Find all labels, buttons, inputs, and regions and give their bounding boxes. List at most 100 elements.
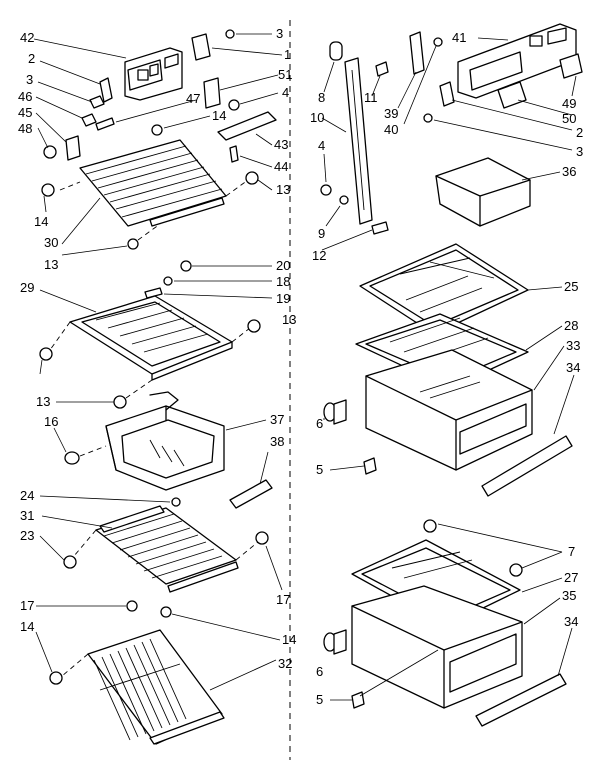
drawer-slide-part bbox=[323, 399, 347, 425]
shelf-clip-part bbox=[113, 395, 127, 409]
glass-shelf-part bbox=[49, 295, 251, 381]
callout-23: 23 bbox=[20, 528, 34, 543]
callout-51: 51 bbox=[278, 67, 292, 82]
callout-3: 3 bbox=[576, 144, 583, 159]
callout-25: 25 bbox=[564, 279, 578, 294]
clip-part bbox=[509, 563, 523, 577]
bin-part bbox=[435, 157, 531, 227]
callout-33: 33 bbox=[566, 338, 580, 353]
screw-part bbox=[171, 497, 181, 507]
vertical-rail-part bbox=[344, 57, 373, 225]
control-housing-part bbox=[124, 47, 183, 101]
callout-29: 29 bbox=[20, 280, 34, 295]
callout-8: 8 bbox=[318, 90, 325, 105]
shelf-clip-part bbox=[127, 238, 139, 250]
callout-14: 14 bbox=[282, 632, 296, 647]
clip-part bbox=[423, 519, 437, 533]
light-shield-part bbox=[203, 77, 221, 109]
drawer-stop-part bbox=[363, 457, 377, 475]
callout-17: 17 bbox=[276, 592, 290, 607]
callout-4: 4 bbox=[282, 85, 289, 100]
bracket-part bbox=[99, 77, 113, 103]
shelf-clip-part bbox=[49, 671, 63, 685]
shelf-clip-part bbox=[151, 124, 163, 136]
roller-part bbox=[64, 451, 80, 465]
callout-16: 16 bbox=[44, 414, 58, 429]
callout-5: 5 bbox=[316, 462, 323, 477]
bin-cover-part bbox=[229, 479, 273, 509]
drawer-trim-part bbox=[481, 435, 573, 497]
roller-part bbox=[329, 41, 343, 61]
callout-13: 13 bbox=[282, 312, 296, 327]
callout-13: 13 bbox=[276, 182, 290, 197]
callout-3: 3 bbox=[276, 26, 283, 41]
screw-part bbox=[225, 29, 235, 39]
callout-14: 14 bbox=[20, 619, 34, 634]
wire-basket-part bbox=[61, 629, 225, 745]
cover-part bbox=[497, 81, 527, 109]
screw-part bbox=[423, 113, 433, 123]
screw-part bbox=[433, 37, 443, 47]
callout-44: 44 bbox=[274, 159, 288, 174]
bracket-part bbox=[144, 287, 163, 299]
clip-part bbox=[320, 184, 332, 196]
callout-41: 41 bbox=[452, 30, 466, 45]
callout-24: 24 bbox=[20, 488, 34, 503]
callout-6: 6 bbox=[316, 416, 323, 431]
wire-shelf-part bbox=[59, 139, 249, 227]
callout-45: 45 bbox=[18, 105, 32, 120]
callout-35: 35 bbox=[562, 588, 576, 603]
callout-34: 34 bbox=[564, 614, 578, 629]
callout-6: 6 bbox=[316, 664, 323, 679]
clip-part bbox=[191, 33, 211, 61]
screw-part bbox=[375, 61, 389, 77]
knob-part bbox=[43, 145, 57, 159]
callout-48: 48 bbox=[18, 121, 32, 136]
callout-2: 2 bbox=[576, 125, 583, 140]
callout-14: 14 bbox=[212, 108, 226, 123]
callout-9: 9 bbox=[318, 226, 325, 241]
callout-labels: 42 2 3 46 45 48 3 1 51 47 4 14 43 44 13 … bbox=[18, 26, 583, 707]
hinge-part bbox=[409, 31, 425, 75]
callout-12: 12 bbox=[312, 248, 326, 263]
callout-7: 7 bbox=[568, 544, 575, 559]
callout-31: 31 bbox=[20, 508, 34, 523]
leader-lines bbox=[33, 33, 577, 701]
callout-40: 40 bbox=[384, 122, 398, 137]
storage-bin-part bbox=[105, 391, 225, 491]
callout-46: 46 bbox=[18, 89, 32, 104]
shelf-clip-part bbox=[39, 347, 53, 361]
callout-49: 49 bbox=[562, 96, 576, 111]
callout-10: 10 bbox=[310, 110, 324, 125]
callout-39: 39 bbox=[384, 106, 398, 121]
callout-18: 18 bbox=[276, 274, 290, 289]
crisper-drawer-part bbox=[365, 349, 533, 471]
callout-28: 28 bbox=[564, 318, 578, 333]
switch-part bbox=[65, 135, 81, 161]
callout-37: 37 bbox=[270, 412, 284, 427]
callout-38: 38 bbox=[270, 434, 284, 449]
callout-2: 2 bbox=[28, 51, 35, 66]
crisper-drawer-part bbox=[351, 585, 523, 709]
callout-13: 13 bbox=[36, 394, 50, 409]
drawer-stop-part bbox=[351, 691, 365, 709]
callout-42: 42 bbox=[20, 30, 34, 45]
screw-part bbox=[89, 95, 105, 109]
callout-14: 14 bbox=[34, 214, 48, 229]
callout-32: 32 bbox=[278, 656, 292, 671]
callout-19: 19 bbox=[276, 291, 290, 306]
screw-part bbox=[229, 145, 239, 163]
bulb-part bbox=[95, 117, 115, 131]
callout-30: 30 bbox=[44, 235, 58, 250]
stop-part bbox=[371, 221, 389, 235]
shelf-support-part bbox=[217, 111, 277, 141]
screw-part bbox=[339, 195, 349, 205]
shelf-clip-part bbox=[160, 606, 172, 618]
callout-27: 27 bbox=[564, 570, 578, 585]
shelf-clip-part bbox=[126, 600, 138, 612]
shelf-clip-part bbox=[255, 531, 269, 545]
screw-part bbox=[163, 276, 173, 286]
drawer-slide-part bbox=[323, 629, 347, 655]
screw-part bbox=[180, 260, 192, 272]
